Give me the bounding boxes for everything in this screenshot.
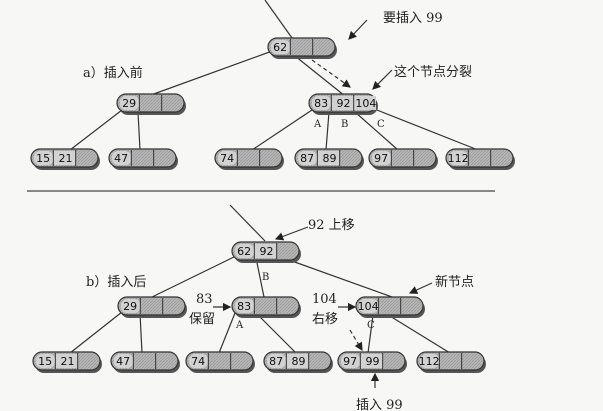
node-key: 47 bbox=[114, 152, 128, 165]
edge bbox=[384, 312, 451, 354]
leaf-node: 74 bbox=[214, 148, 284, 170]
edge bbox=[139, 312, 143, 354]
node-key: 99 bbox=[366, 355, 380, 368]
insert-99-note-after: 插入 99 bbox=[356, 398, 403, 411]
edge bbox=[69, 311, 123, 354]
92-moved-up-note: 92 上移 bbox=[308, 218, 355, 233]
pointer-label-a: A bbox=[313, 119, 322, 130]
insert-99-note: 要插入 99 bbox=[383, 11, 443, 26]
node-key: 89 bbox=[292, 355, 306, 368]
insert-path-arrow bbox=[311, 59, 351, 88]
insert-note-arrow bbox=[348, 19, 368, 40]
split-note: 这个节点分裂 bbox=[394, 64, 472, 80]
node-key: 74 bbox=[191, 355, 205, 368]
node-key: 21 bbox=[61, 355, 75, 368]
node-root-62-92: 62 92 bbox=[231, 241, 301, 263]
edge bbox=[137, 111, 141, 151]
node-key: 47 bbox=[116, 355, 130, 368]
node-key: 83 bbox=[314, 97, 328, 110]
edge-root-left bbox=[150, 49, 276, 96]
moved-up-arrow bbox=[274, 226, 309, 241]
node-key: 87 bbox=[300, 152, 314, 165]
leaf-node: 97 bbox=[368, 148, 438, 170]
node-key: 29 bbox=[123, 300, 137, 313]
leaf-node: 47 bbox=[110, 351, 180, 373]
node-key: 83 bbox=[237, 300, 251, 313]
edge-root-right bbox=[294, 55, 346, 97]
parent-link-after bbox=[229, 204, 266, 242]
node-key: 15 bbox=[36, 152, 50, 165]
mid-node: 83 bbox=[231, 296, 301, 318]
leaf-node: 112 bbox=[416, 351, 486, 373]
node-key: 74 bbox=[220, 152, 234, 165]
node-key: 62 bbox=[273, 41, 287, 54]
node-key: 92 bbox=[260, 245, 274, 258]
edge bbox=[151, 255, 237, 298]
stay-note-text: 保留 bbox=[189, 312, 215, 327]
node-key: 21 bbox=[59, 152, 73, 165]
pointer-label-a-after: A bbox=[235, 320, 244, 331]
leaf-node: 97 99 bbox=[337, 351, 407, 373]
parent-link bbox=[264, 0, 293, 39]
node-key: 104 bbox=[355, 97, 376, 110]
node-key: 89 bbox=[323, 152, 337, 165]
edge bbox=[251, 109, 313, 151]
move-right-note-text: 右移 bbox=[312, 312, 338, 327]
split-note-arrow bbox=[372, 69, 393, 90]
node-key: 15 bbox=[38, 355, 52, 368]
edge bbox=[277, 255, 393, 298]
new-node-note: 新节点 bbox=[435, 274, 474, 290]
edge bbox=[255, 312, 297, 354]
move-right-note-number: 104 bbox=[312, 292, 337, 307]
pointer-label-c: C bbox=[377, 119, 385, 130]
node-key: 104 bbox=[358, 300, 379, 313]
node-root-62: 62 bbox=[267, 37, 337, 59]
node-key: 97 bbox=[374, 152, 388, 165]
node-83-92-104: 83 92 104 bbox=[308, 93, 378, 115]
leaf-node: 87 89 bbox=[263, 351, 333, 373]
leaf-node: 74 bbox=[185, 351, 255, 373]
pointer-label-b: B bbox=[341, 119, 348, 130]
pointer-label-b-after: B bbox=[262, 272, 269, 283]
new-node-arrow bbox=[408, 282, 433, 294]
mid-node: 104 bbox=[355, 296, 425, 318]
mid-node: 29 bbox=[117, 296, 187, 318]
node-key: 29 bbox=[122, 97, 136, 110]
stay-note-number: 83 bbox=[196, 292, 213, 307]
edge bbox=[218, 312, 236, 354]
leaf-node: 112 bbox=[445, 148, 515, 170]
edge bbox=[255, 257, 265, 298]
node-key: 112 bbox=[419, 355, 440, 368]
node-key: 92 bbox=[337, 97, 351, 110]
edge bbox=[376, 109, 479, 151]
edge bbox=[367, 314, 374, 354]
edge bbox=[69, 109, 123, 151]
node-key: 87 bbox=[269, 355, 283, 368]
insert-path-arrow-after bbox=[349, 329, 363, 352]
node-key: 62 bbox=[237, 245, 251, 258]
caption-before: a）插入前 bbox=[83, 65, 143, 81]
leaf-node: 47 bbox=[108, 148, 178, 170]
edge bbox=[354, 111, 399, 151]
node-29: 29 bbox=[116, 93, 186, 115]
edge bbox=[325, 111, 330, 151]
node-key: 112 bbox=[448, 152, 469, 165]
node-key: 97 bbox=[343, 355, 357, 368]
pointer-label-c-after: C bbox=[367, 320, 375, 331]
leaf-node: 87 89 bbox=[294, 148, 364, 170]
caption-after: b）插入后 bbox=[86, 275, 146, 290]
